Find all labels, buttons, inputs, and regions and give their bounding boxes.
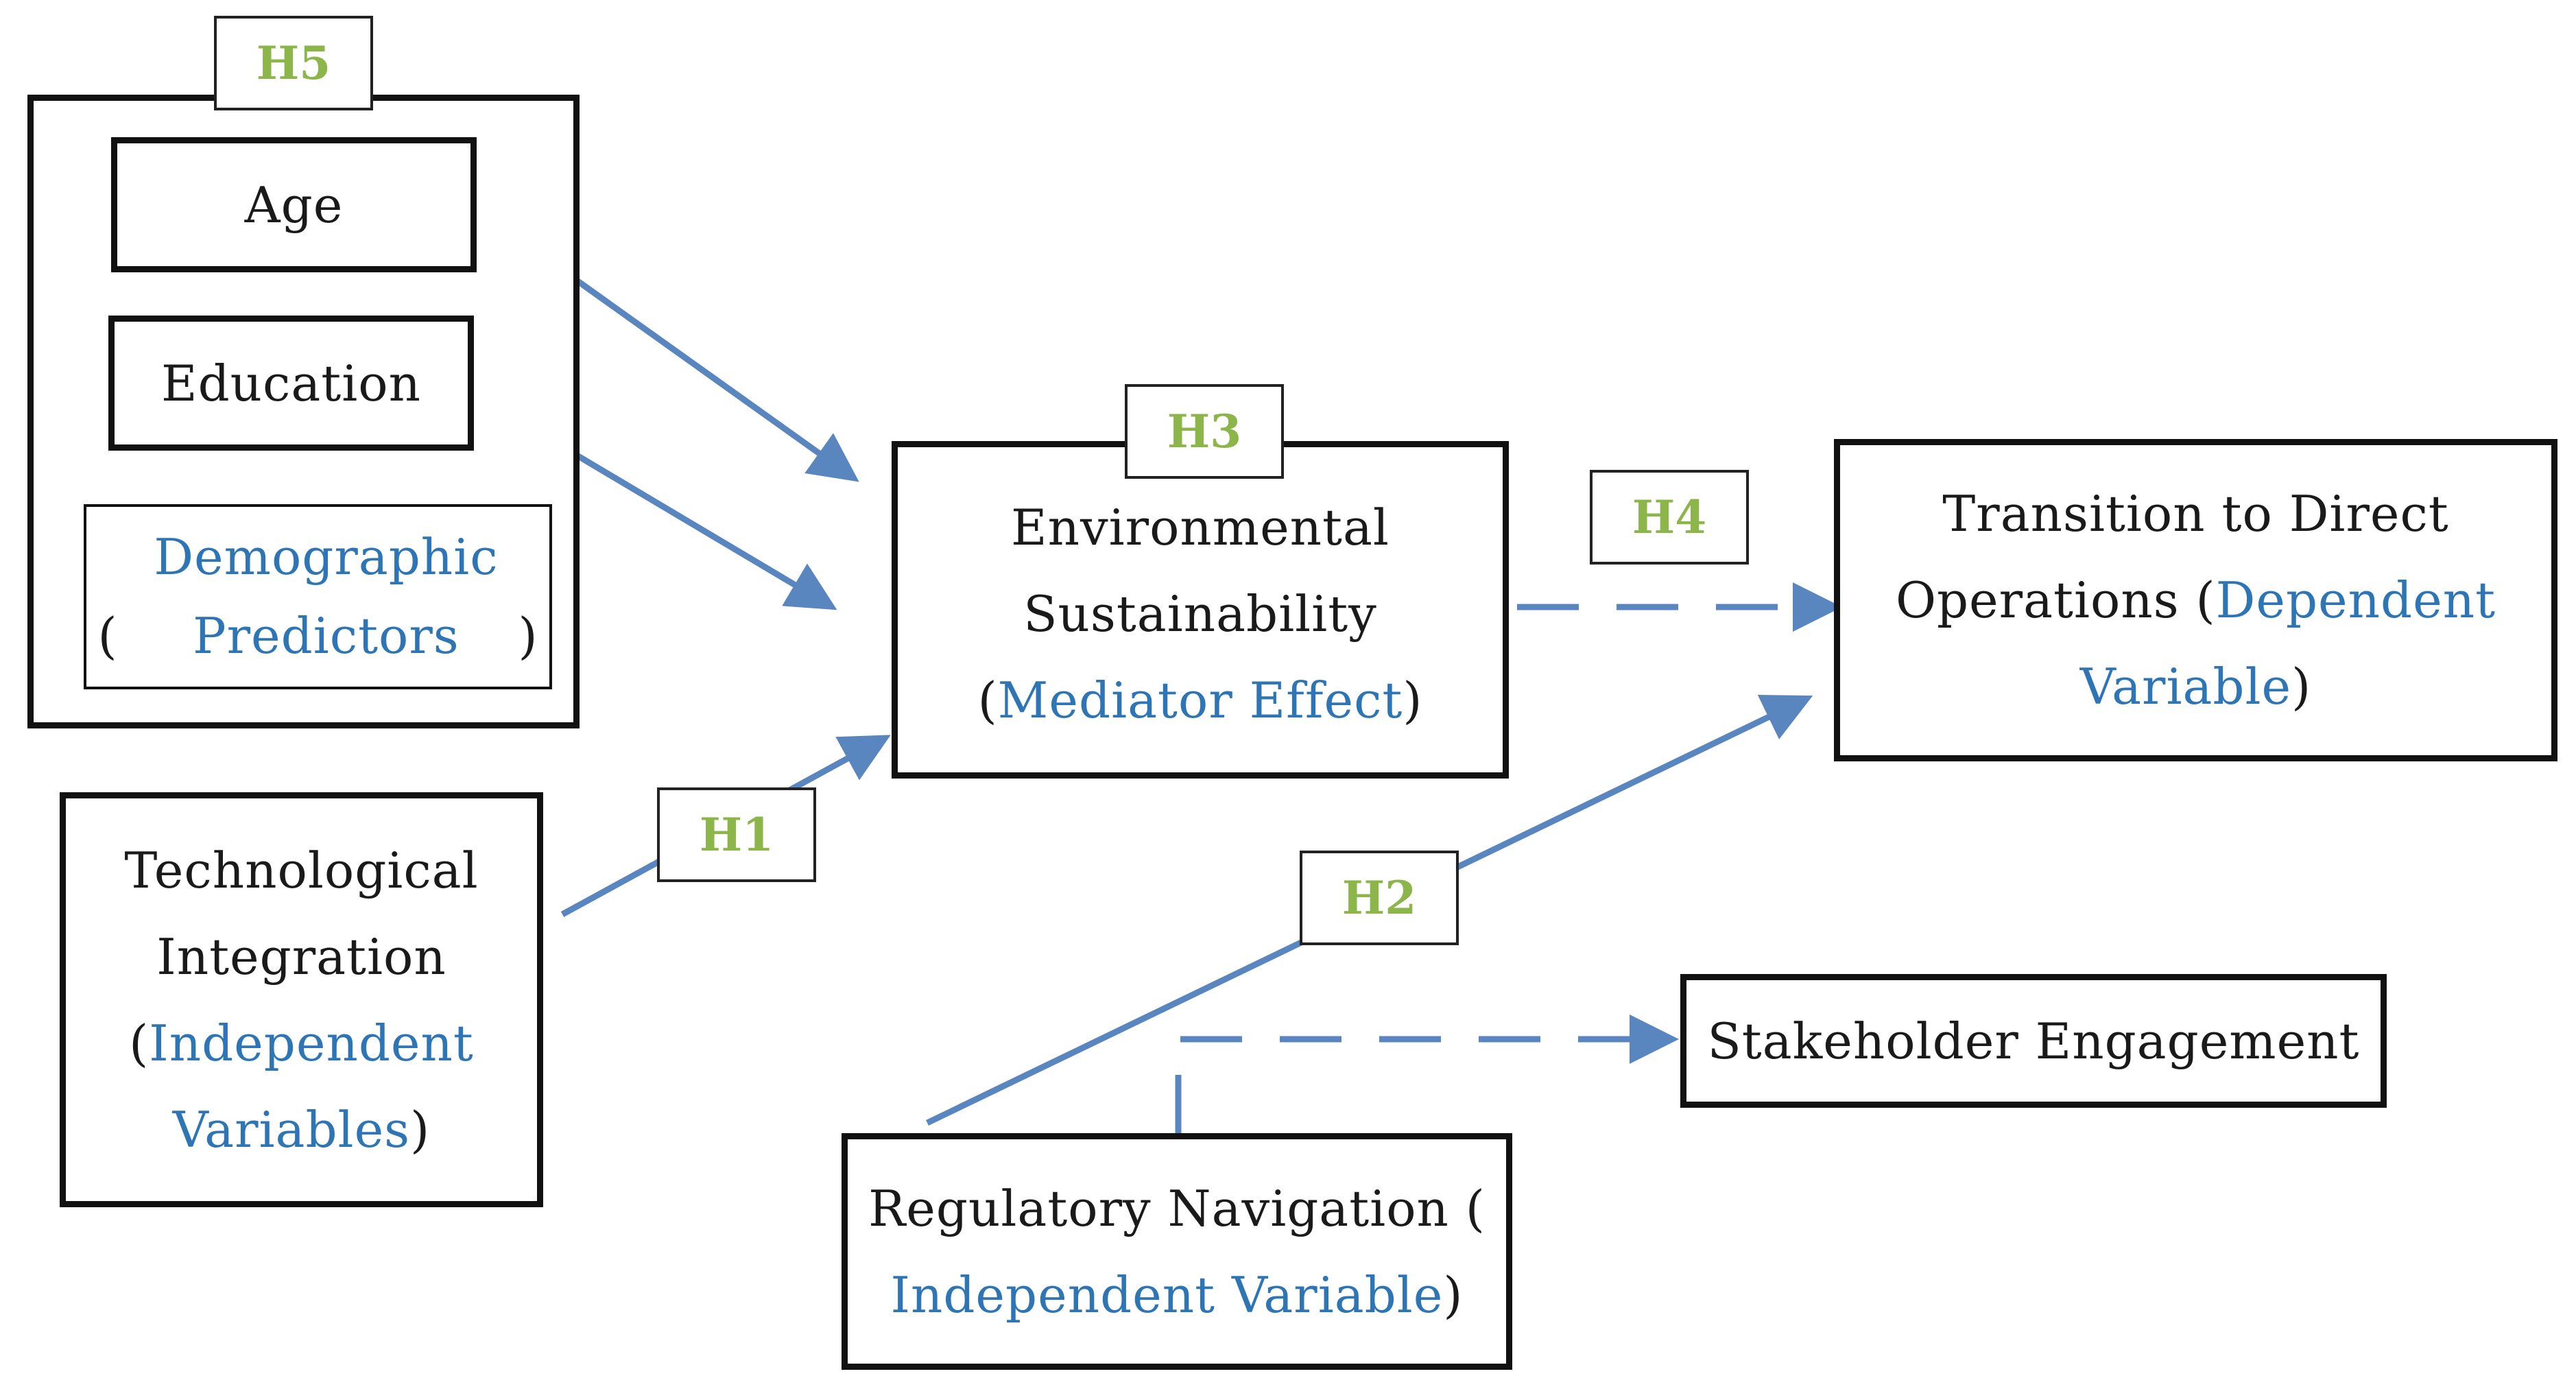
env-mediator-effect-text: Mediator Effect — [997, 672, 1403, 729]
transition-label: Transition to Direct Operations (Depende… — [1834, 439, 2557, 761]
tech-close-paren: ) — [410, 1100, 431, 1159]
env-line2: Sustainability — [1023, 585, 1377, 643]
tech-integration-box — [60, 792, 543, 1207]
demographic-close-paren: ) — [518, 607, 538, 665]
regulatory-line1: Regulatory Navigation ( — [868, 1179, 1486, 1237]
tech-line1: Technological — [124, 841, 479, 899]
age-text: Age — [244, 176, 344, 234]
education-box — [108, 316, 474, 451]
hypothesis-h4: H4 — [1590, 470, 1749, 565]
regulatory-close-paren: ) — [1443, 1266, 1464, 1324]
hypothesis-h3: H3 — [1125, 384, 1284, 479]
demographic-predictors-box — [84, 504, 552, 689]
arrow-regulatory-to-stakeholder — [1175, 1014, 1679, 1137]
tech-open-paren: ( — [129, 1014, 150, 1072]
tech-line2: Integration — [156, 927, 446, 986]
stakeholder-box — [1680, 974, 2387, 1108]
transition-line1: Transition to Direct — [1942, 485, 2449, 543]
env-close-paren: ) — [1403, 672, 1423, 729]
hypothesis-h2: H2 — [1300, 851, 1459, 945]
transition-dependent-variable-text: Dependent Variable — [2079, 571, 2496, 715]
regulatory-label: Regulatory Navigation ( Independent Vari… — [842, 1133, 1512, 1370]
demographic-predictors-text: Demographic Predictors — [154, 527, 499, 665]
tech-integration-label: Technological Integration (Independent V… — [60, 792, 543, 1207]
transition-line2-prefix: Operations ( — [1895, 571, 2216, 629]
demographic-open-paren: ( — [97, 607, 134, 665]
age-box — [111, 137, 477, 272]
hypothesis-h1: H1 — [657, 787, 816, 882]
education-label: Education — [108, 316, 474, 451]
stakeholder-label: Stakeholder Engagement — [1680, 974, 2387, 1108]
demographic-predictors-label: ( Demographic Predictors) — [84, 504, 552, 689]
regulatory-independent-variable-text: Independent Variable — [890, 1266, 1444, 1324]
transition-close-paren: ) — [2291, 658, 2312, 715]
env-open-paren: ( — [977, 672, 998, 729]
education-text: Education — [161, 354, 421, 412]
stakeholder-text: Stakeholder Engagement — [1707, 1012, 2360, 1070]
env-line1: Environmental — [1011, 499, 1390, 556]
hypothesis-h5: H5 — [214, 16, 373, 110]
age-label: Age — [111, 137, 477, 272]
tech-independent-variables-text: Independent Variables — [149, 1014, 474, 1159]
transition-box — [1834, 439, 2557, 761]
regulatory-box — [842, 1133, 1512, 1370]
environmental-sustainability-label: Environmental Sustainability (Mediator E… — [892, 466, 1509, 761]
